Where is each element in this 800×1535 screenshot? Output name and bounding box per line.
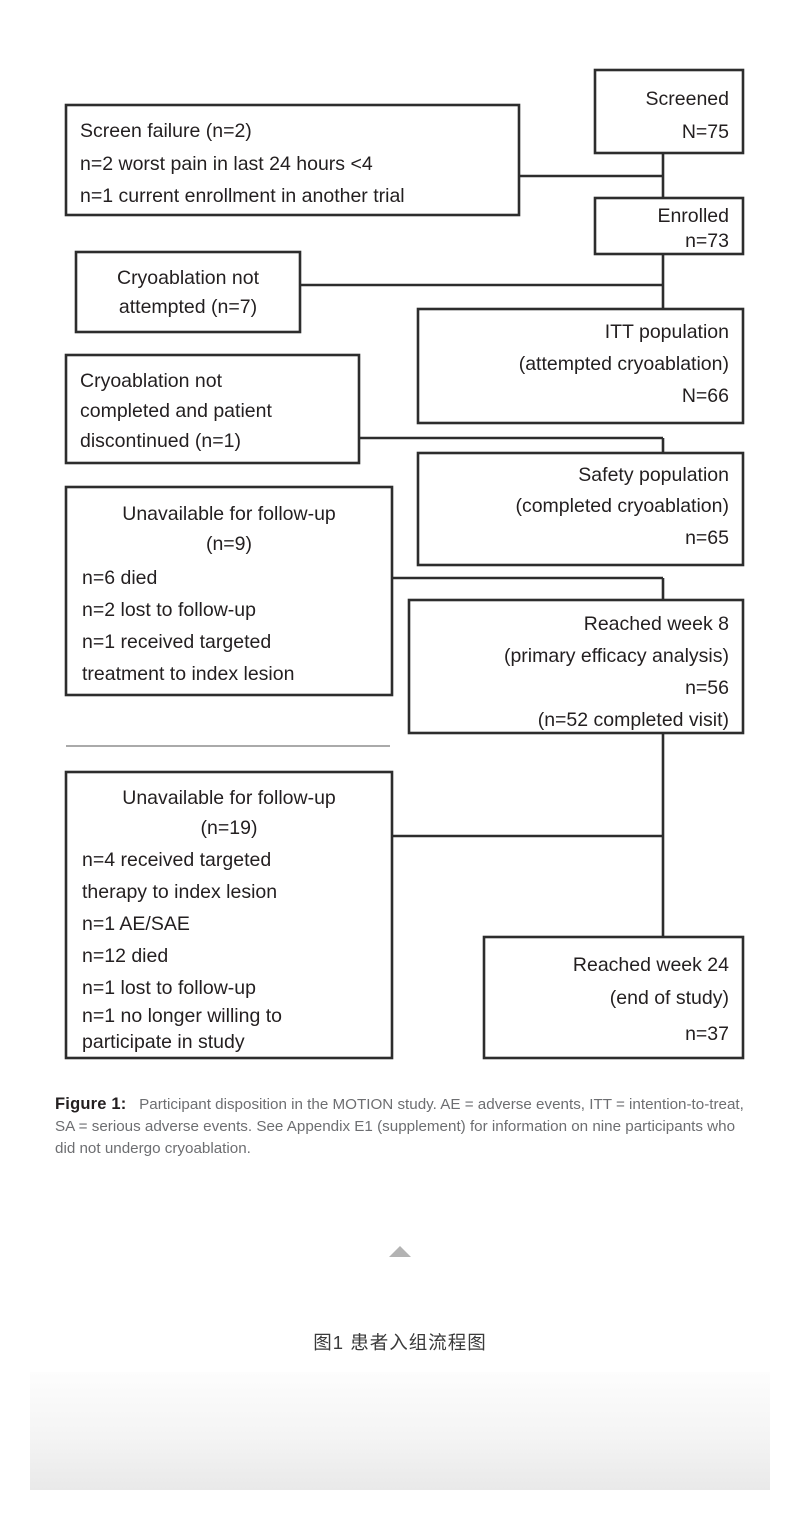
cryo-not-completed-line-0: Cryoablation not [80, 370, 223, 392]
unavailable9-line-4: n=1 received targeted [82, 631, 271, 653]
week8-line-3: (n=52 completed visit) [538, 709, 729, 731]
week8-line-1: (primary efficacy analysis) [504, 645, 729, 667]
unavailable19-line-0: Unavailable for follow-up [122, 787, 336, 809]
cryo-not-attempted-line-0: Cryoablation not [117, 267, 260, 289]
chinese-figure-caption: 图1 患者入组流程图 [313, 1332, 487, 1353]
figure-caption: Figure 1: Participant disposition in the… [55, 1093, 755, 1160]
figure-caption-text: Participant disposition in the MOTION st… [55, 1096, 744, 1157]
screen-failure-line-1: n=2 worst pain in last 24 hours <4 [80, 153, 373, 175]
screen-failure-line-2: n=1 current enrollment in another trial [80, 185, 405, 207]
unavailable19-line-2: n=4 received targeted [82, 849, 271, 871]
unavailable9-line-0: Unavailable for follow-up [122, 503, 336, 525]
cryoablation-not-completed-box: Cryoablation not completed and patient d… [64, 353, 361, 465]
screened-box: Screened N=75 [593, 68, 745, 155]
enrolled-box: Enrolled n=73 [593, 196, 745, 256]
itt-line-1: (attempted cryoablation) [519, 353, 729, 375]
unavailable19-line-5: n=12 died [82, 945, 168, 967]
cryo-not-attempted-line-1: attempted (n=7) [119, 296, 257, 318]
unavailable19-line-8: participate in study [82, 1031, 245, 1053]
enrolled-line-1: n=73 [685, 230, 729, 252]
connectors [66, 153, 665, 937]
bottom-panel [30, 1372, 770, 1490]
reached-week-24-box: Reached week 24 (end of study) n=37 [482, 935, 745, 1060]
unavailable19-line-6: n=1 lost to follow-up [82, 977, 256, 999]
unavailable9-line-5: treatment to index lesion [82, 663, 294, 685]
week8-line-2: n=56 [685, 677, 729, 699]
week24-line-1: (end of study) [610, 987, 729, 1009]
screened-line-1: N=75 [682, 121, 729, 143]
safety-population-box: Safety population (completed cryoablatio… [416, 451, 745, 567]
cryoablation-not-attempted-box: Cryoablation not attempted (n=7) [74, 250, 302, 334]
collapse-toggle-button[interactable] [0, 1238, 800, 1264]
figure-flowchart-region: Screened N=75 Screen failure (n=2) n=2 w… [55, 68, 755, 1160]
safety-line-2: n=65 [685, 527, 729, 549]
screen-failure-box: Screen failure (n=2) n=2 worst pain in l… [64, 103, 521, 217]
reached-week-8-box: Reached week 8 (primary efficacy analysi… [407, 598, 745, 735]
safety-line-1: (completed cryoablation) [515, 495, 729, 517]
safety-line-0: Safety population [578, 464, 729, 486]
unavailable19-line-3: therapy to index lesion [82, 881, 277, 903]
unavailable9-line-1: (n=9) [206, 533, 252, 555]
itt-population-box: ITT population (attempted cryoablation) … [416, 307, 745, 425]
itt-line-0: ITT population [605, 321, 729, 343]
week24-line-0: Reached week 24 [573, 954, 729, 976]
unavailable19-line-4: n=1 AE/SAE [82, 913, 190, 935]
unavailable19-line-1: (n=19) [201, 817, 258, 839]
screen-failure-line-0: Screen failure (n=2) [80, 120, 252, 142]
collapse-triangle-up-icon [389, 1245, 411, 1257]
figure-label: Figure 1: [55, 1095, 127, 1113]
enrolled-line-0: Enrolled [657, 205, 729, 227]
itt-line-2: N=66 [682, 385, 729, 407]
screened-line-0: Screened [646, 88, 729, 110]
unavailable-followup-9-box: Unavailable for follow-up (n=9) n=6 died… [64, 485, 394, 697]
unavailable19-line-7: n=1 no longer willing to [82, 1005, 282, 1027]
unavailable9-line-3: n=2 lost to follow-up [82, 599, 256, 621]
participant-flow-diagram: Screened N=75 Screen failure (n=2) n=2 w… [64, 68, 745, 1060]
cryo-not-completed-line-1: completed and patient [80, 400, 272, 422]
unavailable9-line-2: n=6 died [82, 567, 157, 589]
week8-line-0: Reached week 8 [584, 613, 729, 635]
unavailable-followup-19-box: Unavailable for follow-up (n=19) n=4 rec… [64, 770, 394, 1060]
week24-line-2: n=37 [685, 1023, 729, 1045]
cryo-not-completed-line-2: discontinued (n=1) [80, 430, 241, 452]
